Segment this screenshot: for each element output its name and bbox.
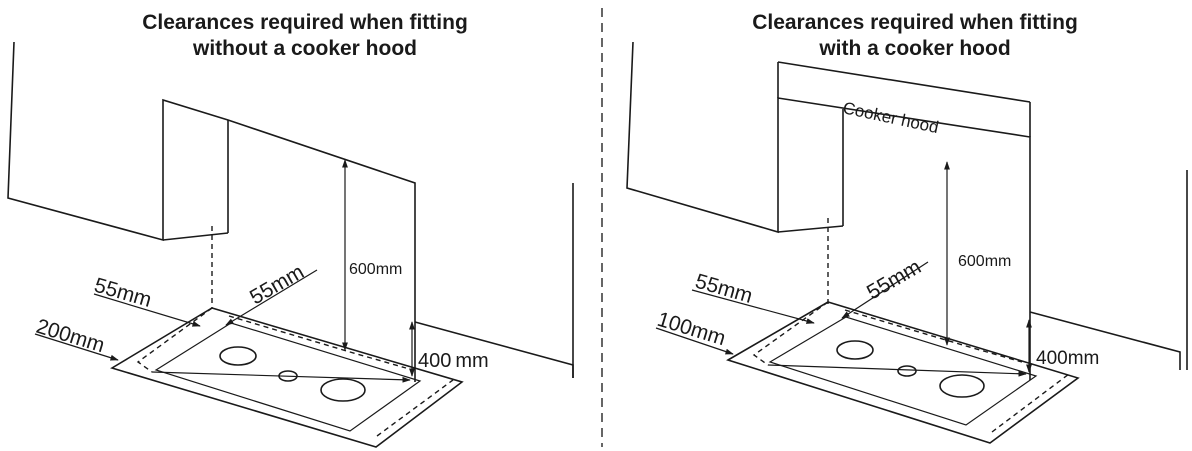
right-hob-burner-large	[836, 340, 874, 360]
left-title: Clearances required when fitting without…	[45, 10, 565, 62]
left-hob-burner-large-2	[320, 378, 366, 402]
cooker-hood-label: Cooker hood	[841, 98, 940, 137]
right-title-line2: with a cooker hood	[819, 37, 1011, 60]
right-height-above-label: 600mm	[958, 253, 1011, 270]
left-wall-cabinet	[7, 41, 574, 382]
left-front-clearance-label: 200mm	[34, 315, 108, 357]
right-front-clearance-label: 100mm	[655, 308, 729, 350]
left-hob-burner-large	[219, 346, 257, 366]
left-hob	[110, 307, 464, 448]
right-wall-cabinet	[626, 41, 1188, 380]
cooker-hood: Cooker hood	[841, 98, 940, 137]
right-back-clearance-label: 55mm	[863, 255, 925, 304]
left-side-clearance-label: 55mm	[92, 274, 154, 312]
right-hob-burner-large-2	[939, 374, 985, 398]
left-height-side-unit: mm	[455, 350, 488, 372]
right-dimension-lines	[655, 161, 1032, 377]
right-hob	[726, 301, 1080, 444]
left-height-side-number: 400	[418, 350, 451, 372]
right-hob-burner-small	[897, 365, 917, 377]
left-title-line1: Clearances required when fitting	[142, 11, 468, 34]
right-side-clearance-label: 55mm	[693, 270, 755, 308]
left-height-above-label: 600mm	[349, 261, 402, 278]
left-back-clearance-label: 55mm	[246, 260, 308, 309]
right-panel: Cooker hood 55mm	[626, 41, 1188, 444]
left-title-line2: without a cooker hood	[193, 37, 417, 60]
right-title-line1: Clearances required when fitting	[752, 11, 1078, 34]
right-title: Clearances required when fitting with a …	[655, 10, 1175, 62]
right-height-side-label: 400mm	[1036, 348, 1099, 369]
left-dimension-lines	[34, 159, 415, 383]
